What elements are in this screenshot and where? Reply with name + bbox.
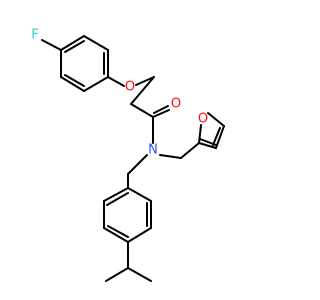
bond bbox=[159, 154, 182, 159]
molecule-structure-diagram: F O O O N bbox=[31, 28, 225, 282]
bond bbox=[64, 40, 85, 53]
bond bbox=[60, 76, 85, 92]
bond bbox=[107, 76, 125, 87]
bond bbox=[64, 74, 85, 87]
bond bbox=[127, 227, 152, 243]
isopropylbenzyl-group bbox=[103, 154, 152, 282]
bond bbox=[106, 192, 129, 206]
fluorophenyl-ring bbox=[60, 35, 109, 92]
bond bbox=[130, 103, 154, 118]
bond bbox=[180, 142, 200, 159]
bond bbox=[135, 76, 155, 86]
bond bbox=[212, 127, 221, 146]
bond bbox=[198, 142, 217, 149]
fluorine-atom-label: F bbox=[31, 28, 38, 43]
bond bbox=[83, 76, 109, 92]
bond bbox=[127, 154, 148, 175]
amide-nitrogen-atom-label: N bbox=[148, 143, 158, 158]
bond bbox=[105, 267, 129, 282]
furfuryl-group bbox=[159, 112, 225, 159]
bond bbox=[130, 76, 155, 105]
bond bbox=[103, 227, 129, 243]
bond bbox=[199, 138, 217, 146]
bond bbox=[83, 35, 109, 51]
bond bbox=[207, 112, 225, 127]
bond bbox=[107, 225, 129, 238]
bond bbox=[153, 105, 169, 114]
bond bbox=[127, 187, 152, 202]
carbonyl bbox=[152, 105, 170, 118]
ether-linker bbox=[107, 76, 155, 118]
bond bbox=[127, 267, 152, 282]
carbonyl-oxygen-atom-label: O bbox=[171, 97, 181, 112]
bond bbox=[152, 109, 170, 118]
bond bbox=[103, 187, 129, 202]
ether-oxygen-atom-label: O bbox=[125, 80, 135, 95]
bond bbox=[41, 39, 62, 51]
bond bbox=[198, 124, 202, 144]
bond bbox=[215, 125, 225, 149]
bond bbox=[60, 35, 85, 51]
furan-oxygen-atom-label: O bbox=[198, 112, 208, 127]
